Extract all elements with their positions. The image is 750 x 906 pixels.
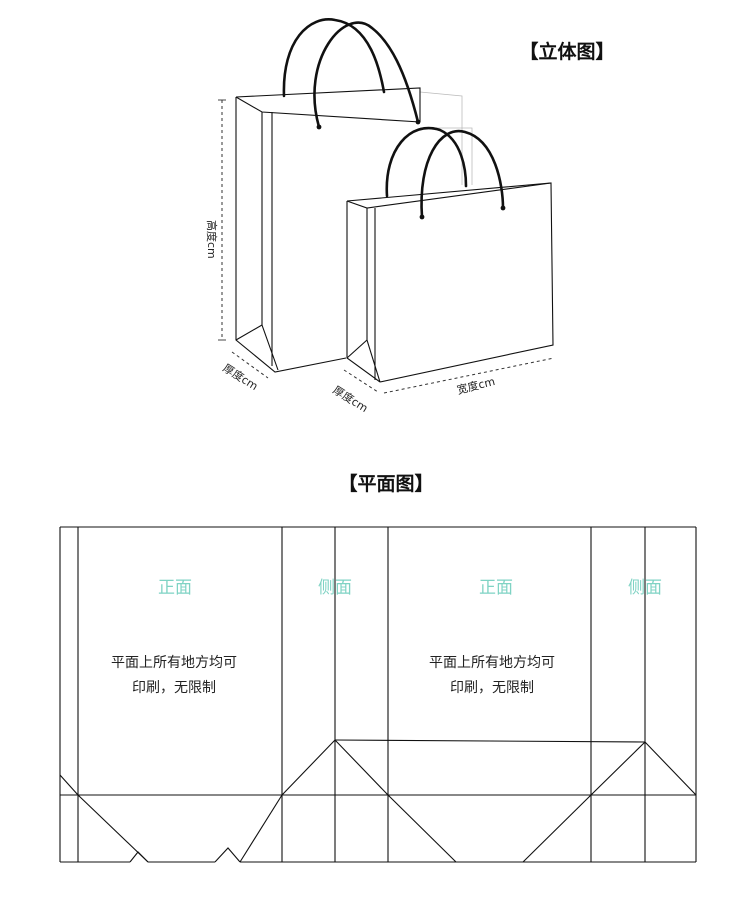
small-bag-handle-front xyxy=(385,126,468,198)
panel-front-label-1: 正面 xyxy=(158,578,192,598)
width-dim-line xyxy=(383,357,555,394)
panel-side-label-1: 侧面 xyxy=(318,578,352,598)
large-bag-handle-front xyxy=(282,18,386,98)
small-bag-handle-back xyxy=(420,129,505,219)
small-gusset-dim-line xyxy=(343,369,379,393)
panel-side-label-2: 侧面 xyxy=(628,578,662,598)
dimension-lines xyxy=(218,99,555,394)
panel-note-2-line1: 平面上所有地方均可 xyxy=(429,655,555,671)
panel-front-label-2: 正面 xyxy=(479,578,513,598)
panel-note-1-line2: 印刷，无限制 xyxy=(132,680,216,696)
view3d-title: 【立体图】 xyxy=(519,40,614,63)
large-bag-handle-back xyxy=(313,21,420,129)
small-bag xyxy=(346,126,554,383)
flat-template xyxy=(59,526,697,863)
height-label: 高度cm xyxy=(205,220,219,259)
flat-title: 【平面图】 xyxy=(338,472,433,495)
panel-note-1-line1: 平面上所有地方均可 xyxy=(111,655,237,671)
small-gusset-label: 厚度cm xyxy=(330,383,370,415)
large-gusset-dim-line xyxy=(231,351,269,379)
large-gusset-label: 厚度cm xyxy=(220,361,260,393)
panel-note-2-line2: 印刷，无限制 xyxy=(450,680,534,696)
large-bag xyxy=(235,18,463,373)
